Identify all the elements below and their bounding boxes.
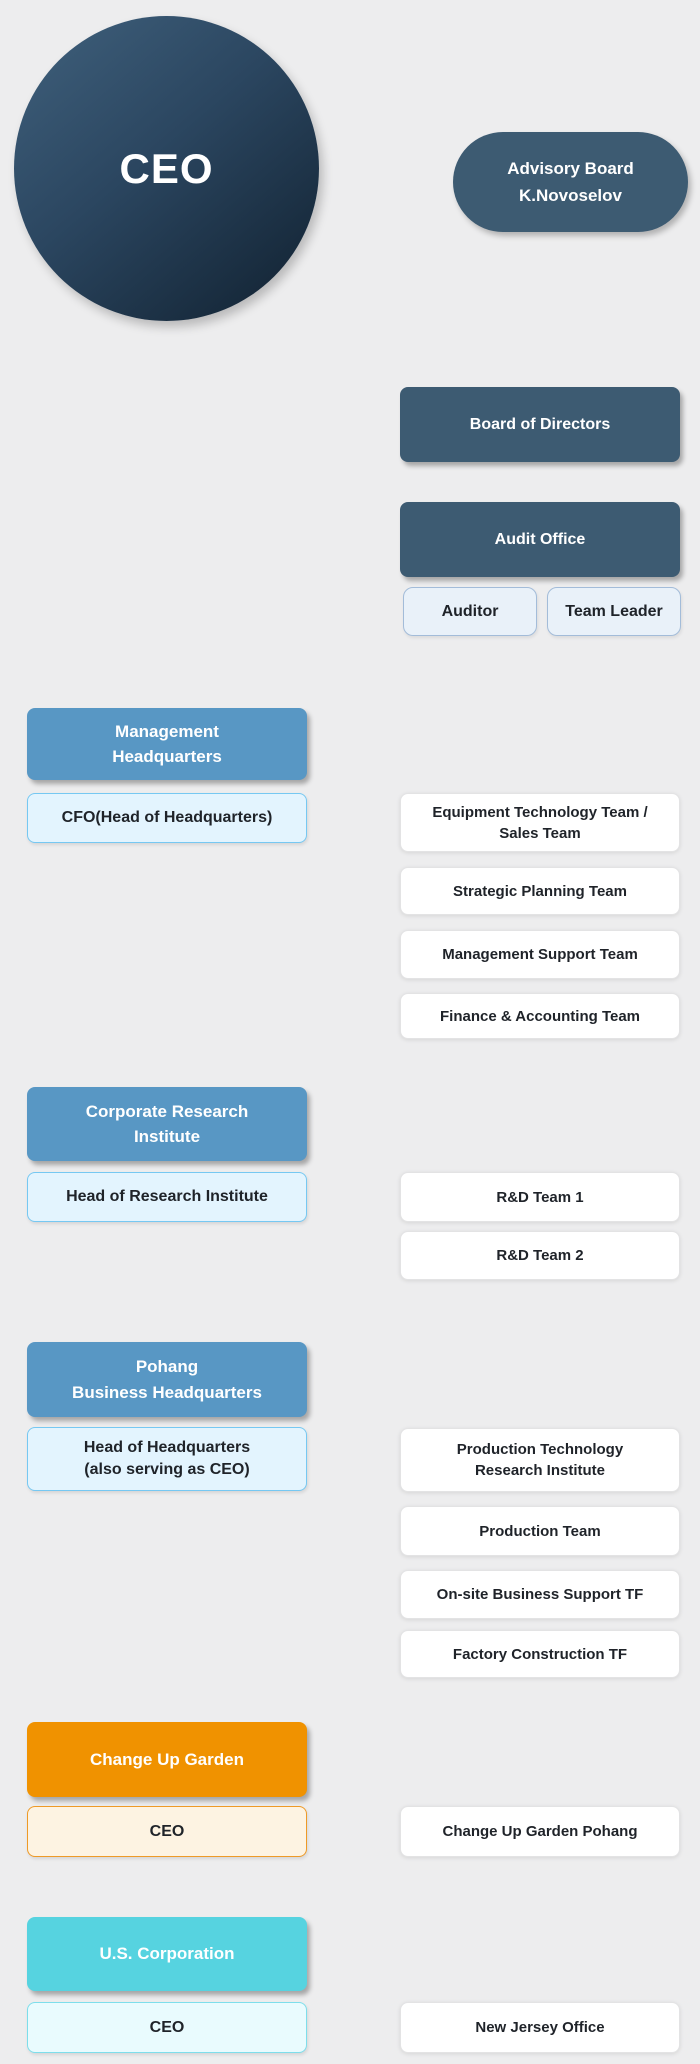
audit-office-box: Audit Office	[400, 502, 680, 577]
team-box: On-site Business Support TF	[400, 1570, 680, 1619]
team-box: R&D Team 2	[400, 1231, 680, 1280]
team-label: Factory Construction TF	[452, 1645, 628, 1663]
auditor-box: Auditor	[403, 587, 537, 636]
ceo-circle-label: CEO	[119, 144, 214, 192]
auditor-label: Auditor	[441, 602, 499, 620]
research-hq-box: Corporate Research Institute	[27, 1087, 307, 1161]
team-box: Production Team	[400, 1506, 680, 1556]
board-of-directors-box: Board of Directors	[400, 387, 680, 462]
management-hq-box: Management Headquarters	[27, 708, 307, 780]
us-corp-hq-title: U.S. Corporation	[99, 1944, 235, 1964]
garden-hq-box: Change Up Garden	[27, 1722, 307, 1797]
team-box: R&D Team 1	[400, 1172, 680, 1222]
team-label: Production Team	[479, 1522, 601, 1540]
team-label: Change Up Garden Pohang	[442, 1823, 638, 1840]
garden-hq-title: Change Up Garden	[90, 1749, 244, 1769]
team-label: On-site Business Support TF	[436, 1586, 644, 1603]
pohang-leader-box: Head of Headquarters (also serving as CE…	[27, 1427, 307, 1491]
team-box: Production Technology Research Institute	[400, 1428, 680, 1492]
team-box: Finance & Accounting Team	[400, 993, 680, 1039]
management-leader-label: CFO(Head of Headquarters)	[61, 809, 273, 827]
garden-leader-box: CEO	[27, 1806, 307, 1857]
team-box: New Jersey Office	[400, 2002, 680, 2053]
management-leader-box: CFO(Head of Headquarters)	[27, 793, 307, 843]
management-hq-title: Management Headquarters	[112, 721, 222, 767]
team-box: Management Support Team	[400, 930, 680, 979]
team-label: Management Support Team	[442, 946, 638, 963]
pohang-leader-label: Head of Headquarters (also serving as CE…	[83, 1439, 251, 1478]
board-of-directors-label: Board of Directors	[469, 415, 611, 433]
team-leader-label: Team Leader	[565, 602, 663, 620]
team-label: Production Technology Research Institute	[456, 1441, 624, 1479]
team-label: New Jersey Office	[475, 2019, 605, 2036]
team-label: Equipment Technology Team / Sales Team	[432, 803, 648, 842]
team-box: Strategic Planning Team	[400, 867, 680, 915]
team-label: Strategic Planning Team	[453, 882, 627, 900]
garden-leader-label: CEO	[149, 1822, 185, 1840]
team-leader-box: Team Leader	[547, 587, 681, 636]
pohang-hq-box: Pohang Business Headquarters	[27, 1342, 307, 1417]
audit-office-label: Audit Office	[494, 530, 586, 548]
team-label: Finance & Accounting Team	[439, 1007, 641, 1025]
us-corp-leader-box: CEO	[27, 2002, 307, 2053]
us-corp-hq-box: U.S. Corporation	[27, 1917, 307, 1991]
ceo-circle-node: CEO	[14, 16, 319, 321]
research-leader-box: Head of Research Institute	[27, 1172, 307, 1222]
advisory-board-title: Advisory Board	[507, 158, 634, 178]
advisory-board-person: K.Novoselov	[519, 185, 622, 205]
pohang-hq-title: Pohang Business Headquarters	[72, 1357, 262, 1402]
research-leader-label: Head of Research Institute	[66, 1188, 268, 1206]
advisory-board-pill: Advisory Board K.Novoselov	[453, 132, 688, 232]
team-label: R&D Team 1	[496, 1188, 584, 1206]
research-hq-title: Corporate Research Institute	[85, 1101, 249, 1147]
us-corp-leader-label: CEO	[149, 2018, 185, 2036]
team-box: Equipment Technology Team / Sales Team	[400, 793, 680, 852]
team-label: R&D Team 2	[496, 1247, 584, 1264]
team-box: Factory Construction TF	[400, 1630, 680, 1678]
team-box: Change Up Garden Pohang	[400, 1806, 680, 1857]
